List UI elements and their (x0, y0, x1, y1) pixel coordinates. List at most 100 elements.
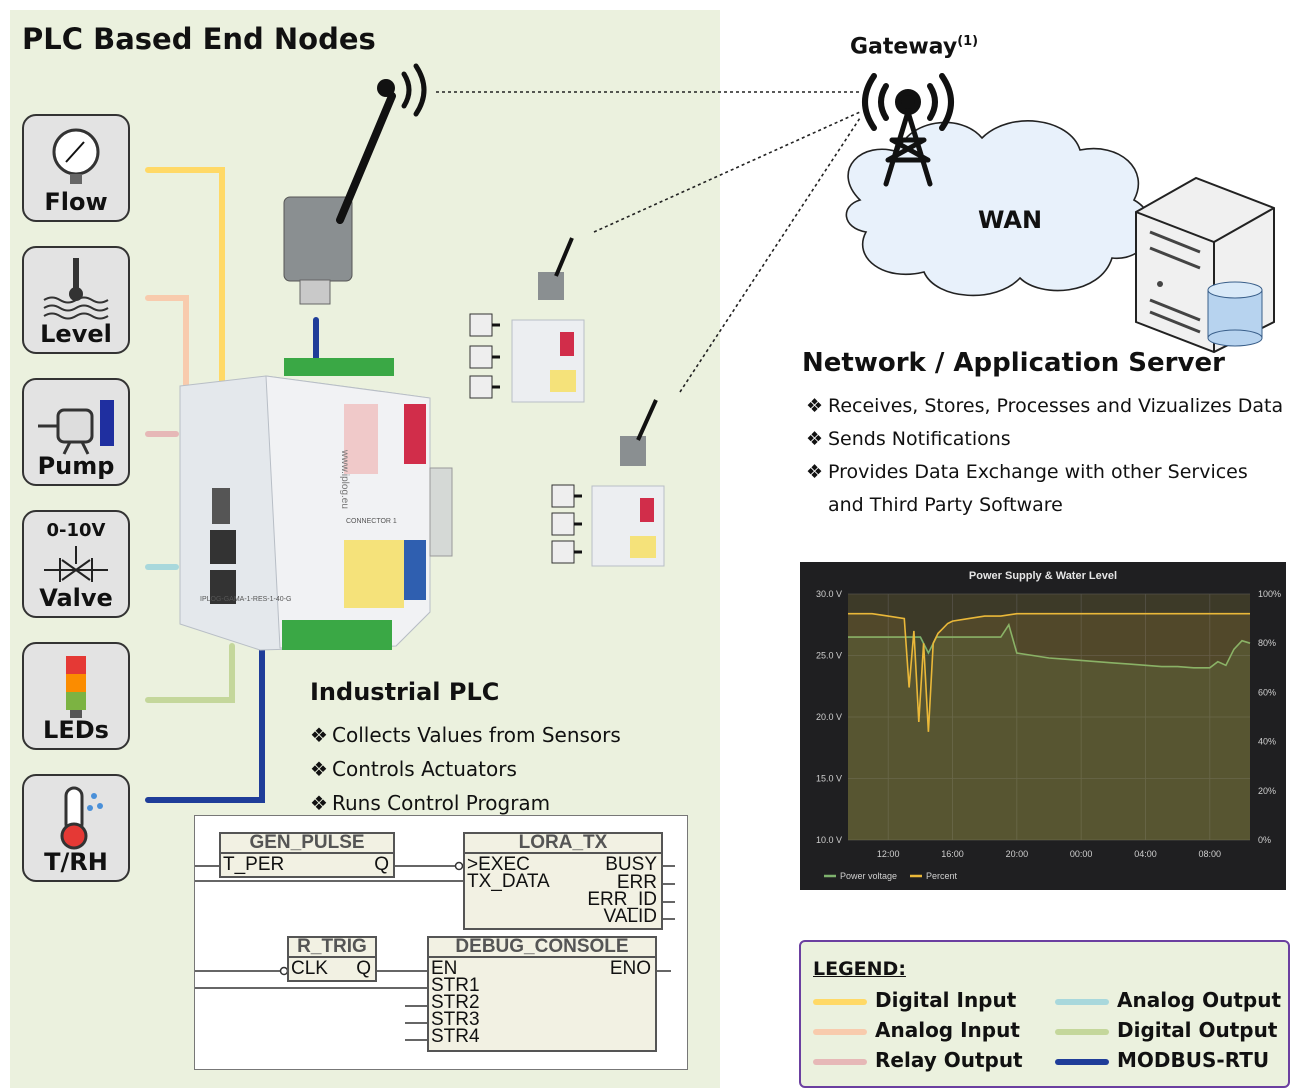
server-bullet: Provides Data Exchange with other Servic… (806, 456, 1286, 522)
valve-signal-label: 0-10V (46, 520, 106, 541)
series-area (848, 613, 1250, 840)
y-right-tick-label: 20% (1258, 786, 1276, 796)
y-right-tick-label: 80% (1258, 638, 1276, 648)
small-node-2 (551, 399, 665, 567)
sensor-label: Flow (44, 188, 108, 216)
server-heading: Network / Application Server (802, 348, 1225, 378)
y-right-tick-label: 0% (1258, 835, 1271, 845)
thermometer-humidity-icon (60, 786, 103, 850)
chart-canvas: Power Supply & Water Level 30.0 V25.0 V2… (816, 570, 1281, 881)
plc-model-text: IPLOG-GAMA-1-RES-1-40-G (200, 596, 292, 603)
sensor-pump: Pump (22, 378, 130, 486)
level-thermometer-icon (43, 258, 109, 320)
level-wire (145, 295, 189, 389)
gen-pulse-block: GEN_PULSE T_PER Q (219, 832, 395, 878)
plc-device (179, 358, 453, 651)
block-output: Q (374, 854, 389, 875)
legend-item-relay-output: Relay Output (813, 1048, 1023, 1072)
page-title: PLC Based End Nodes (22, 22, 376, 56)
sensor-label: LEDs (43, 716, 109, 744)
series-area (848, 624, 1250, 840)
sensor-label: Valve (39, 584, 113, 612)
legend-swatch (1055, 1059, 1109, 1065)
legend-swatch (813, 1029, 867, 1035)
y-left-tick-label: 15.0 V (816, 774, 842, 784)
block-output: ENO (609, 958, 651, 979)
radio-link-node-2 (593, 111, 861, 233)
sensor-flow: Flow (22, 114, 130, 222)
plc-url-text: www.iplog.eu (339, 450, 350, 509)
block-title: LORA_TX (465, 833, 661, 854)
block-input: STR1 (431, 975, 480, 996)
server-icon (1135, 176, 1275, 354)
signal-tower-icon (66, 656, 86, 718)
legend-item-digital-input: Digital Input (813, 988, 1016, 1012)
plc-bullets: Collects Values from Sensors Controls Ac… (310, 718, 621, 820)
block-input: >EXEC (467, 854, 530, 875)
chart-title: Power Supply & Water Level (969, 570, 1117, 582)
series-line (848, 612, 1250, 732)
server-bullet: Sends Notifications (806, 423, 1286, 456)
sensor-leds: LEDs (22, 642, 130, 750)
block-input: T_PER (223, 854, 285, 875)
radio-link-node-3 (679, 117, 861, 393)
sensor-label: Level (40, 320, 112, 348)
block-output: ERR_ID (587, 889, 657, 910)
modbus-wire (145, 637, 265, 803)
y-right-tick-label: 60% (1258, 687, 1276, 697)
wan-label: WAN (978, 206, 1043, 234)
sensor-valve: 0-10V Valve (22, 510, 130, 618)
block-output: Q (356, 958, 371, 979)
plc-bullet: Controls Actuators (310, 752, 621, 786)
legend-box: LEGEND: Digital Input Analog Input Relay… (799, 940, 1290, 1088)
flow-wire (145, 167, 225, 389)
legend-title: LEGEND: (813, 958, 906, 980)
pressure-gauge-icon (52, 128, 100, 184)
x-tick-label: 20:00 (1006, 849, 1029, 859)
block-input: STR4 (431, 1026, 480, 1047)
x-tick-label: 00:00 (1070, 849, 1093, 859)
pump-icon (38, 400, 114, 455)
plc-heading: Industrial PLC (310, 678, 500, 706)
sensor-trh: T/RH (22, 774, 130, 882)
legend-item-modbus-rtu: MODBUS-RTU (1055, 1048, 1269, 1072)
sensor-level: Level (22, 246, 130, 354)
fbd-wires (195, 861, 675, 1041)
x-tick-label: 08:00 (1199, 849, 1222, 859)
legend-swatch (813, 999, 867, 1005)
r-trig-block: R_TRIG CLK Q (287, 936, 377, 982)
block-title: R_TRIG (289, 937, 375, 958)
chart-legend-label: Power voltage (840, 871, 897, 881)
server-bullet: Receives, Stores, Processes and Vizualiz… (806, 390, 1286, 423)
x-tick-label: 16:00 (941, 849, 964, 859)
legend-swatch (1055, 999, 1109, 1005)
block-title: DEBUG_CONSOLE (429, 937, 655, 958)
y-left-tick-label: 20.0 V (816, 712, 842, 722)
valve-icon (44, 546, 108, 582)
sensor-label: T/RH (44, 848, 108, 876)
block-input: TX_DATA (467, 871, 550, 892)
block-input: STR3 (431, 1009, 480, 1030)
x-tick-label: 12:00 (877, 849, 900, 859)
block-output: ERR (616, 872, 657, 893)
y-left-tick-label: 10.0 V (816, 835, 842, 845)
block-input: EN (431, 958, 458, 979)
plc-bullet: Runs Control Program (310, 786, 621, 820)
gateway-tower-icon (862, 73, 954, 187)
function-block-diagram: GEN_PULSE T_PER Q LORA_TX >EXEC TX_DATA … (194, 815, 688, 1070)
legend-item-analog-input: Analog Input (813, 1018, 1020, 1042)
small-node-1 (469, 237, 585, 403)
antenna-unit (283, 63, 427, 305)
block-title: GEN_PULSE (221, 833, 393, 854)
debug-console-block: DEBUG_CONSOLE EN STR1 STR2 STR3 STR4 ENO (427, 936, 657, 1052)
lora-tx-block: LORA_TX >EXEC TX_DATA BUSY ERR ERR_ID VA… (463, 832, 663, 930)
legend-item-analog-output: Analog Output (1055, 988, 1281, 1012)
legend-item-digital-output: Digital Output (1055, 1018, 1277, 1042)
block-output: VALID (603, 906, 657, 927)
leds-wire (145, 643, 235, 703)
y-left-tick-label: 30.0 V (816, 589, 842, 599)
series-line (848, 622, 1251, 669)
plc-bullet: Collects Values from Sensors (310, 718, 621, 752)
